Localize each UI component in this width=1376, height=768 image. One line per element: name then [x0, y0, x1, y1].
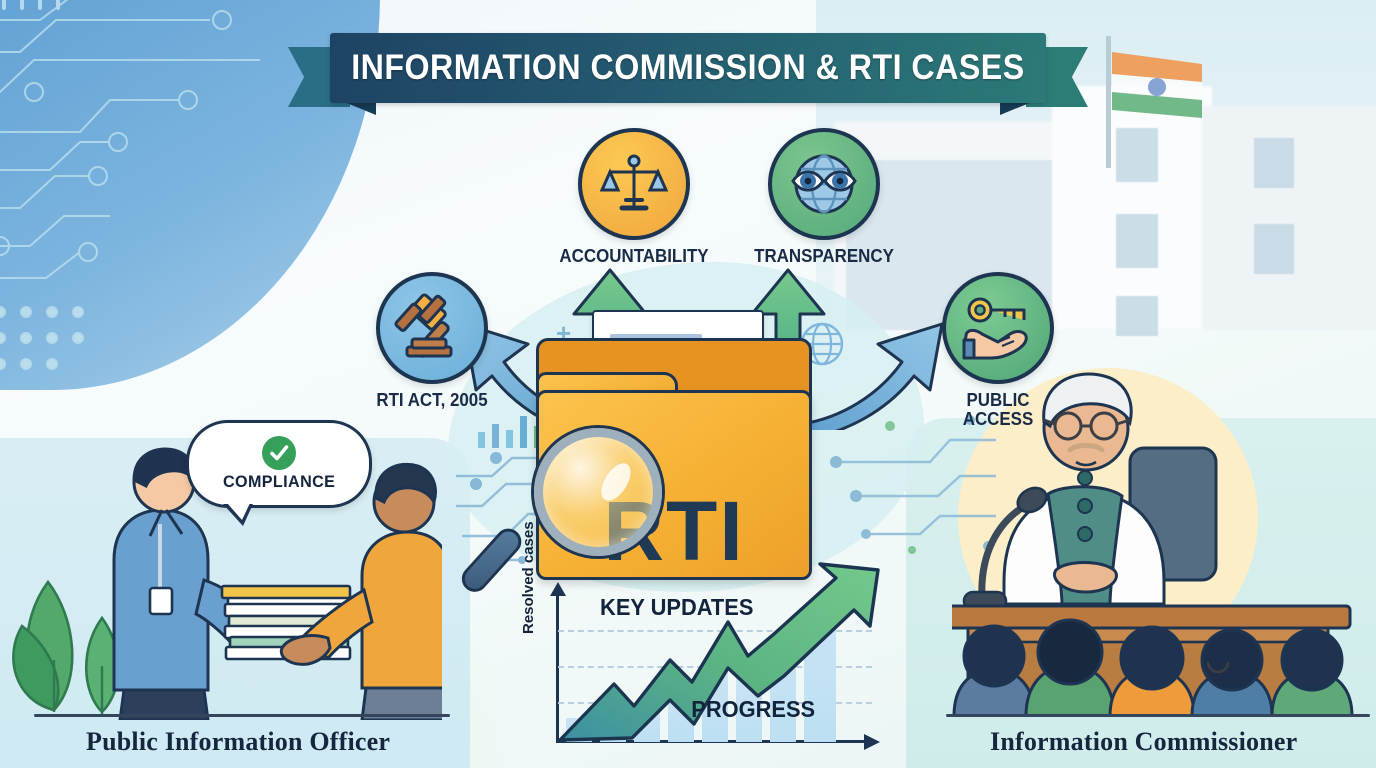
badge-label-line2: ACCESS [962, 408, 1034, 429]
eye-globe-icon [768, 128, 880, 240]
badge-label: PUBLIC ACCESS [917, 391, 1079, 429]
ribbon-body: INFORMATION COMMISSION & RTI CASES [330, 33, 1046, 103]
citizen-figure-icon [279, 462, 442, 720]
chart-annotation: PROGRESS [691, 696, 816, 722]
badge-label-line1: PUBLIC [966, 390, 1030, 410]
left-scene-baseline [34, 714, 450, 717]
chart-title: KEY UPDATES [600, 594, 754, 620]
badge-transparency[interactable]: TRANSPARENCY [738, 128, 910, 266]
indian-flag-icon [1106, 36, 1202, 168]
audience-icon [952, 618, 1354, 716]
key-in-hand-icon [942, 272, 1054, 384]
page-title: INFORMATION COMMISSION & RTI CASES [351, 48, 1025, 87]
badge-public-access[interactable]: PUBLIC ACCESS [912, 272, 1084, 429]
badge-label: ACCOUNTABILITY [559, 246, 709, 266]
left-scene-caption: Public Information Officer [86, 727, 391, 756]
gavel-icon [376, 272, 488, 384]
badge-label: TRANSPARENCY [754, 246, 894, 266]
leaf-plant-icon [12, 579, 120, 714]
badge-accountability[interactable]: ACCOUNTABILITY [548, 128, 720, 266]
gridline [558, 630, 872, 632]
y-axis-label: Resolved cases [520, 521, 537, 634]
progress-trend-arrow [558, 562, 880, 742]
right-scene-baseline [946, 714, 1370, 717]
badge-label: RTI ACT, 2005 [376, 390, 488, 410]
commissioner-figure-icon [952, 372, 1354, 716]
y-axis [556, 592, 559, 742]
compliance-bubble: COMPLIANCE [186, 420, 372, 526]
bubble-label: COMPLIANCE [222, 472, 336, 491]
check-circle-icon [262, 436, 296, 470]
progress-chart: Resolved cases KEY UPDATES PROGRESS [520, 521, 880, 756]
y-axis-arrow-icon [550, 582, 566, 596]
magnifying-glass-icon [456, 428, 668, 598]
x-axis-arrow-icon [864, 734, 880, 750]
right-scene-caption: Information Commissioner [990, 727, 1298, 756]
arrow-right-public-access [800, 322, 944, 430]
title-banner: INFORMATION COMMISSION & RTI CASES [288, 33, 1088, 121]
balance-scale-icon [578, 128, 690, 240]
officer-figure-icon [112, 447, 442, 720]
badge-rti-act[interactable]: RTI ACT, 2005 [352, 272, 512, 410]
